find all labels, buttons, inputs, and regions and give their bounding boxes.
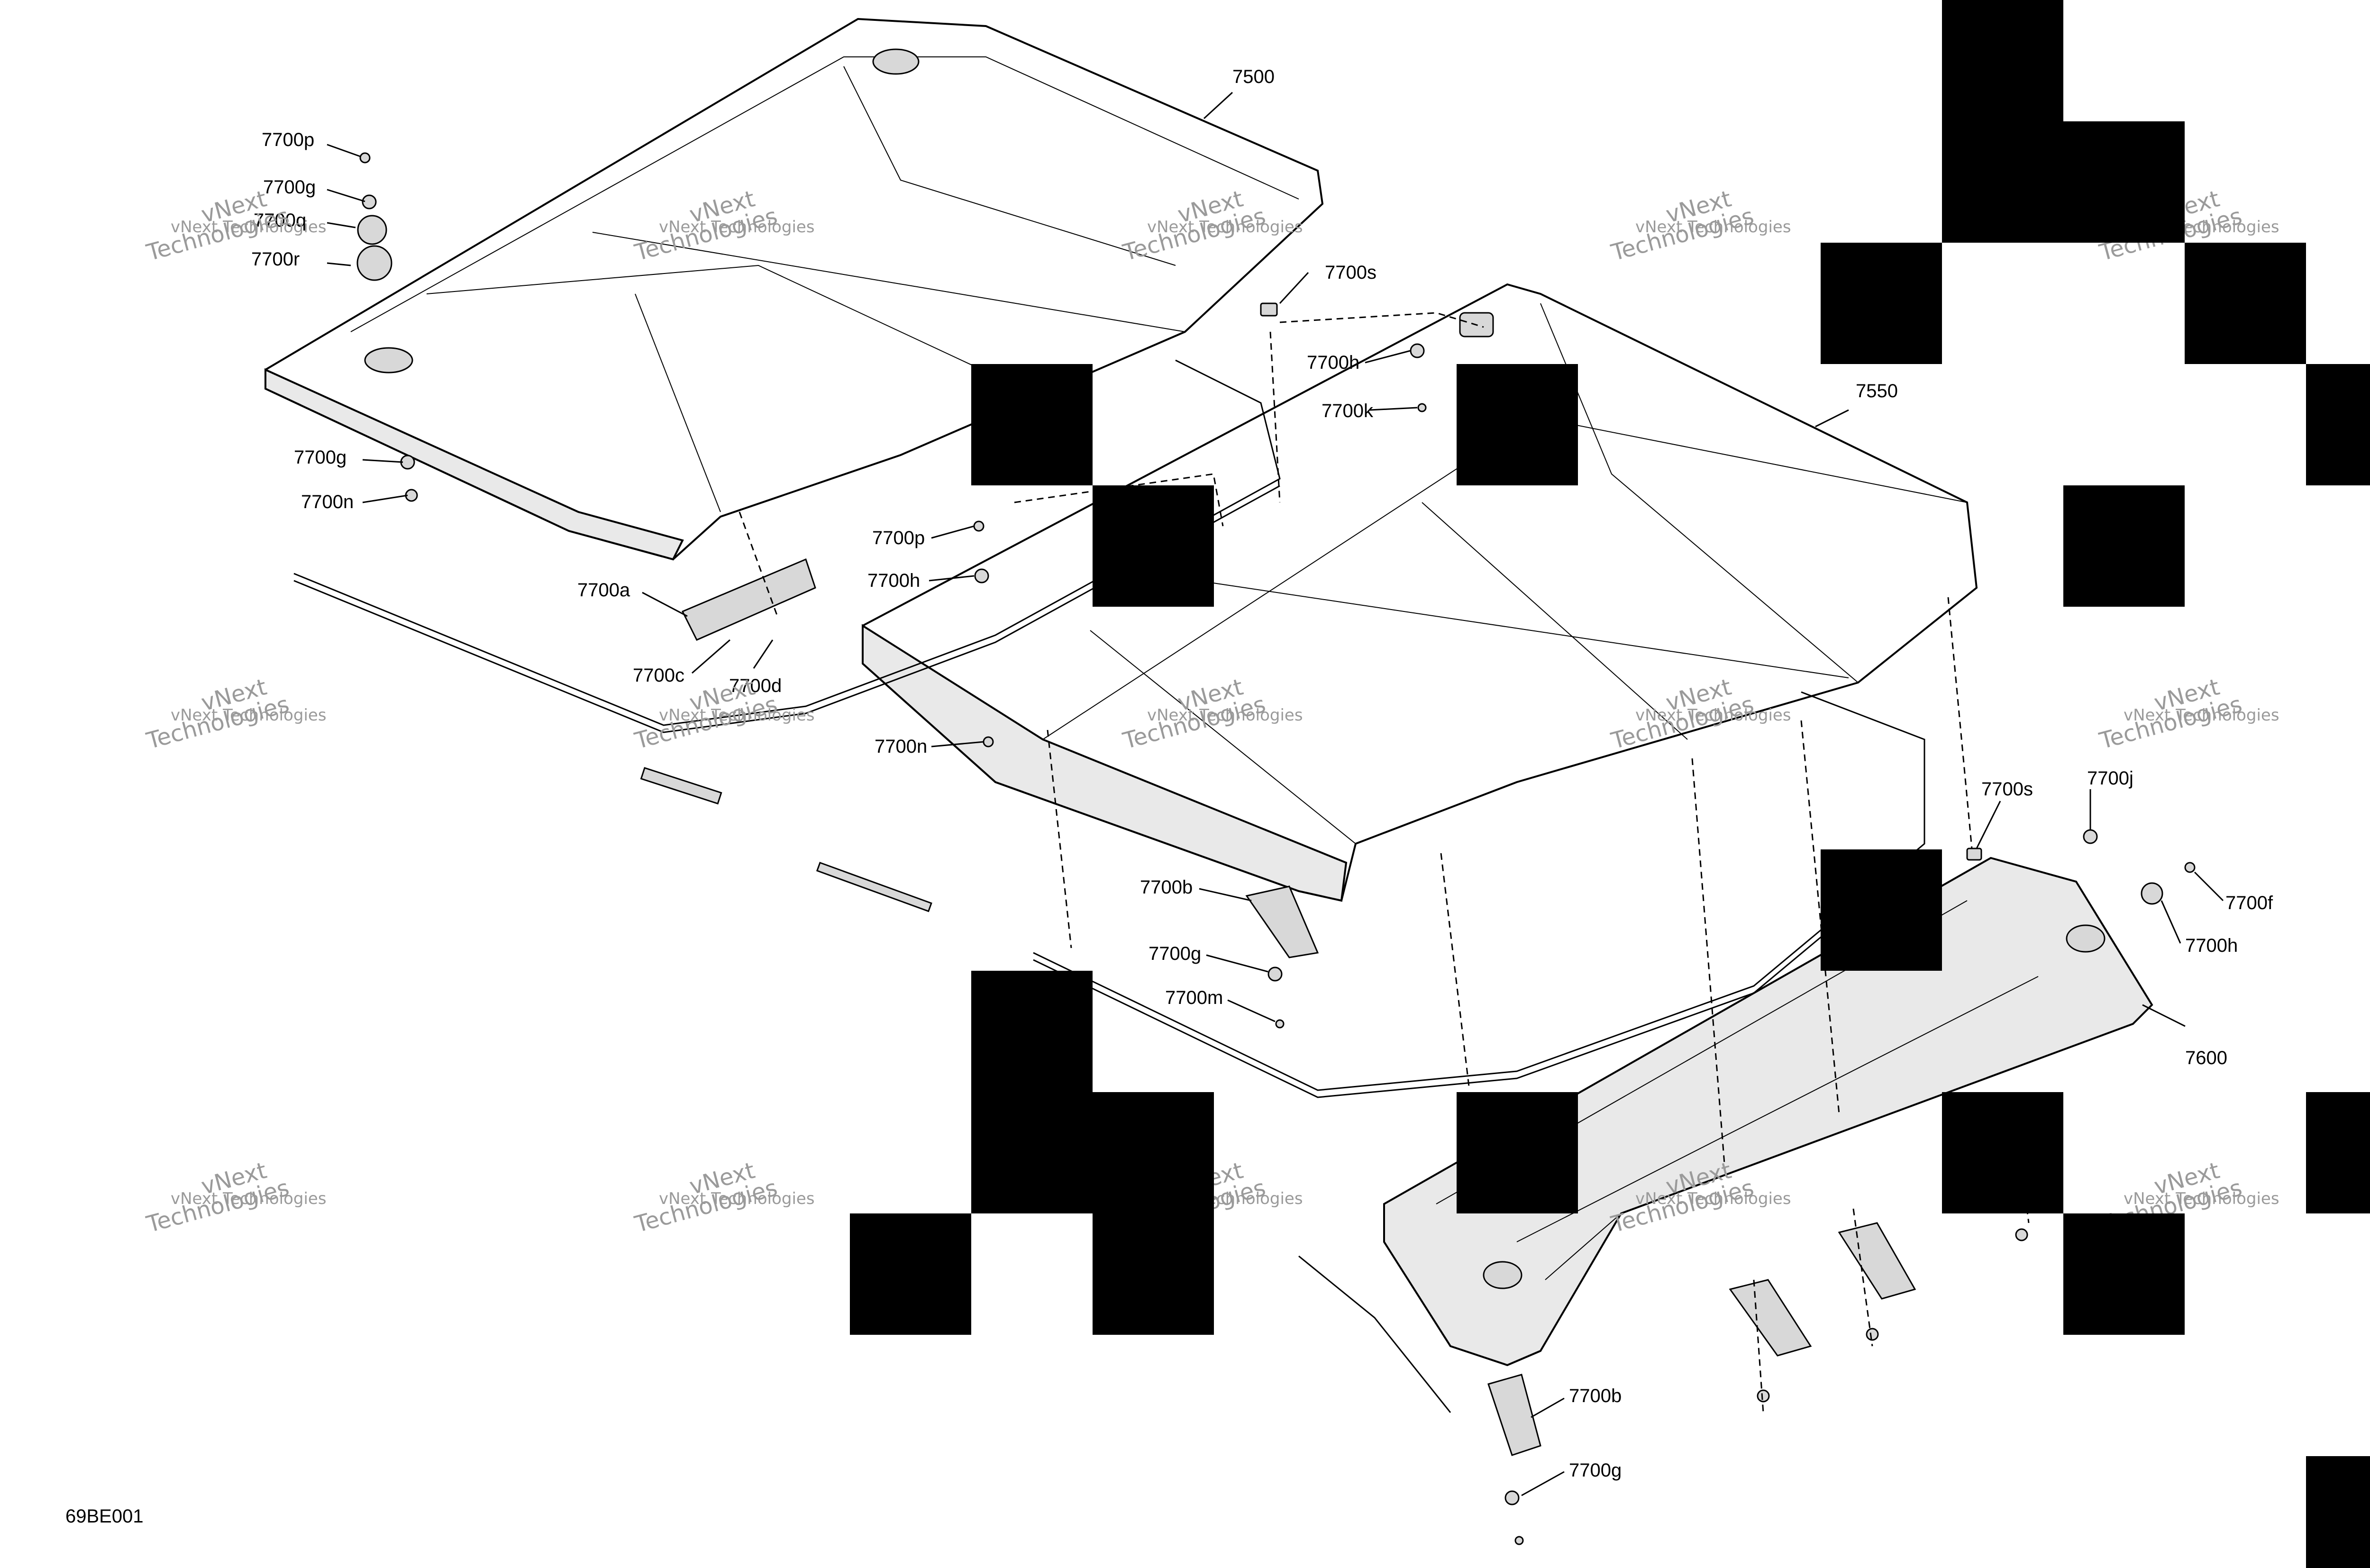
callout-7550: 7550 bbox=[1856, 381, 1898, 401]
svg-text:vNext Technologies: vNext Technologies bbox=[659, 218, 815, 237]
redaction-block bbox=[1093, 485, 1214, 607]
redaction-block bbox=[1942, 1092, 2063, 1213]
callout-7700j: 7700j bbox=[2087, 768, 2133, 789]
callout-7700d: 7700d bbox=[729, 675, 782, 696]
callout-7700a: 7700a bbox=[577, 580, 630, 601]
redaction-block bbox=[850, 1213, 971, 1335]
callout-7700q: 7700q bbox=[254, 210, 306, 231]
callout-7700s: 7700s bbox=[1325, 262, 1376, 283]
redaction-block bbox=[2306, 1092, 2370, 1213]
redaction-block bbox=[2185, 243, 2306, 364]
svg-text:vNext Technologies: vNext Technologies bbox=[2124, 706, 2279, 725]
redaction-block bbox=[971, 971, 1093, 1092]
redaction-block bbox=[1093, 1213, 1214, 1335]
redaction-block bbox=[2063, 485, 2185, 607]
svg-text:vNext Technologies: vNext Technologies bbox=[1635, 706, 1791, 725]
callout-7700h: 7700h bbox=[867, 570, 920, 591]
redaction-block bbox=[1821, 849, 1942, 971]
callout-7700h: 7700h bbox=[2185, 935, 2238, 956]
callout-7700m: 7700m bbox=[1165, 987, 1223, 1008]
callout-7700k: 7700k bbox=[1322, 401, 1374, 421]
svg-text:vNext Technologies: vNext Technologies bbox=[2124, 1189, 2279, 1208]
watermark: vNext Technologies vNext Technologies bbox=[632, 1157, 815, 1238]
callout-7700g: 7700g bbox=[1149, 943, 1201, 964]
redaction-block bbox=[1457, 1092, 1578, 1213]
assembly-lines bbox=[738, 312, 2030, 1413]
watermark: vNext Technologies vNext Technologies bbox=[144, 674, 327, 755]
svg-text:vNext Technologies: vNext Technologies bbox=[659, 706, 815, 725]
leader-lines bbox=[327, 91, 2224, 1496]
rear-panel-7600 bbox=[1383, 857, 2153, 1367]
callout-7700r: 7700r bbox=[251, 249, 300, 270]
callout-7700b: 7700b bbox=[1140, 877, 1193, 898]
callout-7700f: 7700f bbox=[2225, 893, 2273, 913]
redaction-block bbox=[971, 1092, 1214, 1213]
drawing-code: 69BE001 bbox=[65, 1506, 144, 1527]
callout-7700c: 7700c bbox=[633, 665, 684, 686]
redaction-block bbox=[1942, 0, 2063, 121]
callout-7500: 7500 bbox=[1232, 66, 1275, 87]
watermark: vNext Technologies vNext Technologies bbox=[144, 1157, 327, 1238]
callout-7700p: 7700p bbox=[262, 129, 314, 150]
callout-7700g: 7700g bbox=[1569, 1460, 1622, 1481]
redaction-block bbox=[1457, 364, 1578, 485]
seals bbox=[293, 359, 1925, 1413]
redaction-blocks bbox=[850, 0, 2370, 1568]
callout-7700b: 7700b bbox=[1569, 1386, 1622, 1406]
svg-text:vNext Technologies: vNext Technologies bbox=[659, 1189, 815, 1208]
redaction-block bbox=[1821, 243, 1942, 364]
callout-7700s: 7700s bbox=[1981, 779, 2033, 800]
redaction-block bbox=[1942, 121, 2185, 243]
svg-text:vNext Technologies: vNext Technologies bbox=[1635, 1189, 1791, 1208]
redaction-block bbox=[971, 364, 1093, 485]
svg-text:vNext Technologies: vNext Technologies bbox=[1147, 706, 1303, 725]
callout-labels: 7500 7550 7600 7700p 7700g 7700q 7700r 7… bbox=[251, 66, 2273, 1481]
callout-7700p: 7700p bbox=[872, 528, 925, 548]
svg-text:vNext Technologies: vNext Technologies bbox=[171, 218, 327, 237]
redaction-block bbox=[2306, 1456, 2370, 1568]
svg-text:vNext Technologies: vNext Technologies bbox=[171, 1189, 327, 1208]
roof-panel-7500 bbox=[264, 18, 1324, 561]
callout-7600: 7600 bbox=[2185, 1048, 2227, 1068]
callout-7700g: 7700g bbox=[294, 447, 346, 468]
callout-7700h: 7700h bbox=[1307, 352, 1359, 373]
svg-text:vNext Technologies: vNext Technologies bbox=[1635, 218, 1791, 237]
callout-7700g: 7700g bbox=[263, 177, 316, 198]
svg-text:vNext Technologies: vNext Technologies bbox=[1147, 218, 1303, 237]
hardware bbox=[356, 152, 2196, 1545]
watermark: vNext Technologies vNext Technologies bbox=[2097, 674, 2279, 755]
watermark: vNext Technologies vNext Technologies bbox=[1608, 185, 1791, 266]
redaction-block bbox=[2063, 1213, 2185, 1335]
callout-7700n: 7700n bbox=[301, 492, 354, 512]
svg-text:vNext Technologies: vNext Technologies bbox=[171, 706, 327, 725]
redaction-block bbox=[2306, 364, 2370, 485]
callout-7700n: 7700n bbox=[875, 736, 927, 757]
